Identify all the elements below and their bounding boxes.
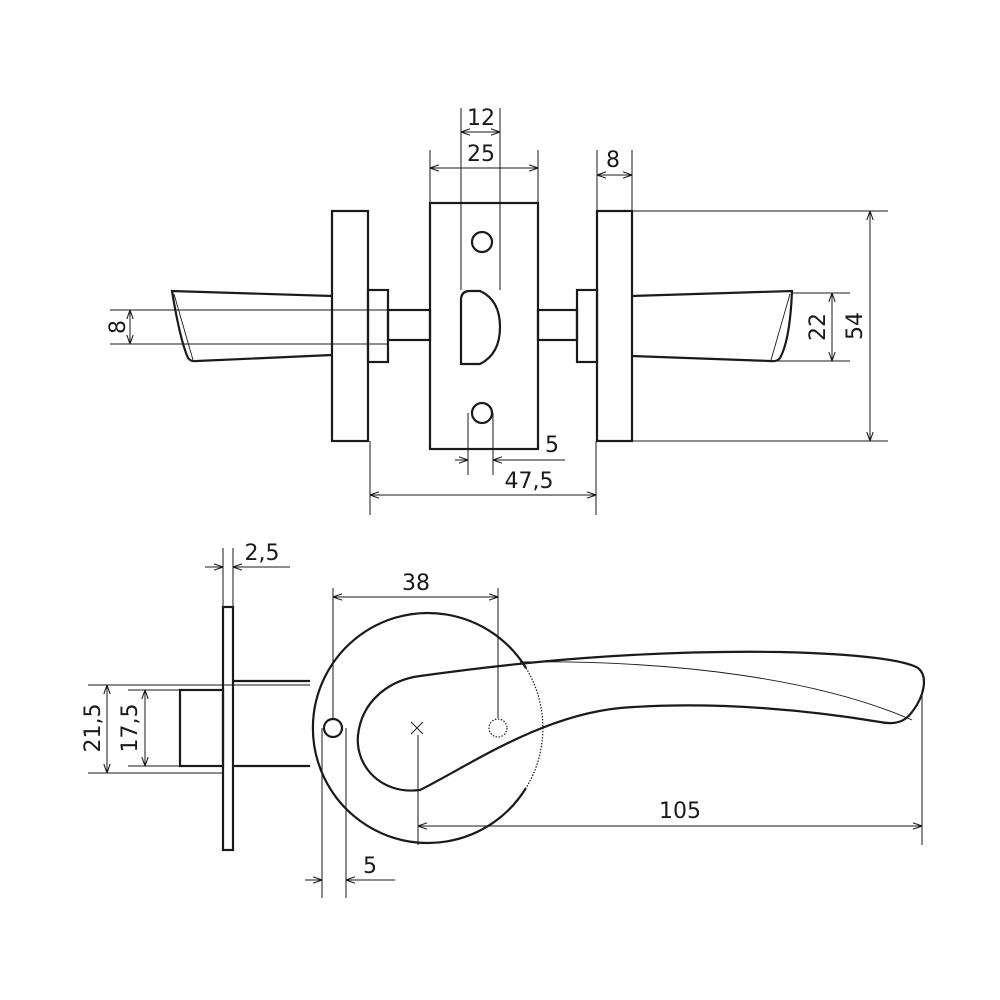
lever-handle [356,650,926,792]
spindle-slot [459,289,502,366]
right-rose [595,209,634,443]
left-spindle [386,308,432,342]
dim-label: 38 [402,571,430,596]
side-view: 2,5 38 105 5 21,5 17,5 [81,541,926,898]
spindle-housing [233,679,310,768]
latch-body [178,688,225,768]
top-view: 12 25 8 54 22 8 5 47,5 [106,106,888,515]
left-handle [170,289,333,363]
dim-label: 105 [659,799,701,824]
dimension-lines-top [110,108,888,515]
right-handle-edge [770,293,791,361]
latch-faceplate [221,605,235,852]
dim-label: 5 [545,433,559,458]
lever-edge [519,661,913,721]
rose-circle [311,611,527,845]
left-rose-boss [366,288,390,364]
dim-label: 5 [363,854,377,879]
screw-hole [322,717,344,739]
hidden-screw-hole [488,718,508,738]
dim-label: 8 [106,320,131,334]
dim-label: 17,5 [118,704,143,753]
latch-hole-top [470,230,494,254]
dimension-lines-side [88,548,923,898]
dim-label: 12 [467,106,495,131]
dim-label: 47,5 [505,469,554,494]
dim-label: 54 [843,312,868,340]
latch-plate [428,201,540,451]
dim-label: 21,5 [81,704,106,753]
latch-hole-bottom [470,401,494,425]
right-rose-boss [575,288,599,364]
left-handle-edge [173,293,194,361]
left-rose [330,209,370,443]
right-spindle [536,308,579,342]
dim-label: 25 [467,142,495,167]
dim-label: 2,5 [245,541,280,566]
dim-label: 22 [806,313,831,341]
right-handle [631,289,794,363]
dim-label: 8 [606,148,620,173]
center-mark [410,721,424,735]
